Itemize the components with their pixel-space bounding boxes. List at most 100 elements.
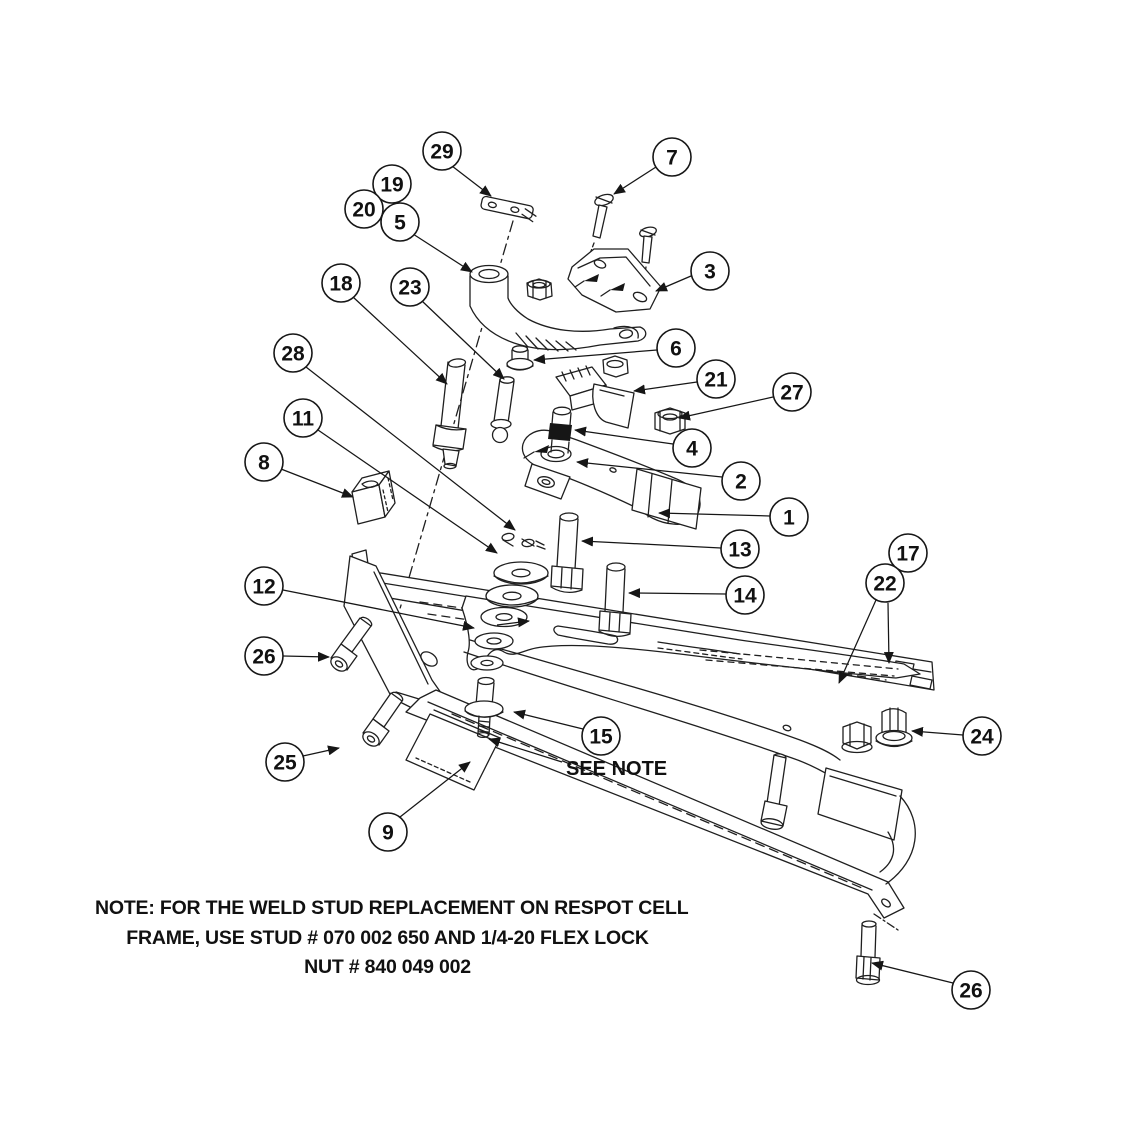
balloon-number-20: 20 bbox=[352, 199, 375, 222]
balloon-circle-3 bbox=[690, 251, 730, 291]
balloon-circle-28 bbox=[273, 333, 313, 373]
callout-balloon-23: 23 bbox=[390, 267, 430, 307]
weld-stud-15 bbox=[464, 676, 504, 739]
balloon-number-15: 15 bbox=[589, 726, 613, 749]
balloon-number-13: 13 bbox=[728, 539, 751, 562]
callout-balloon-18: 18 bbox=[321, 263, 361, 303]
leader-line-7 bbox=[613, 166, 657, 195]
flat-screw-bracket bbox=[639, 226, 657, 280]
balloon-circle-12 bbox=[244, 566, 284, 606]
balloon-number-26a: 26 bbox=[252, 646, 275, 669]
flange-nut-right bbox=[841, 721, 873, 754]
leader-line-9 bbox=[399, 761, 471, 818]
socket-screw-26-bottom bbox=[855, 920, 881, 986]
see-note-label: SEE NOTE bbox=[566, 758, 667, 780]
balloon-number-9: 9 bbox=[382, 822, 394, 845]
hex-nut-top bbox=[526, 278, 553, 301]
note-line-2: FRAME, USE STUD # 070 002 650 AND 1/4-20… bbox=[126, 926, 649, 949]
leader-line-4 bbox=[574, 426, 674, 445]
callout-balloon-12: 12 bbox=[244, 566, 284, 606]
callout-balloon-3: 3 bbox=[690, 251, 730, 291]
balloon-number-23: 23 bbox=[398, 277, 421, 300]
balloon-number-12: 12 bbox=[252, 576, 275, 599]
balloon-number-1: 1 bbox=[783, 507, 795, 530]
knurled-stud-4 bbox=[548, 406, 572, 454]
balloon-number-7: 7 bbox=[666, 147, 678, 170]
note-line-1: NOTE: FOR THE WELD STUD REPLACEMENT ON R… bbox=[95, 897, 689, 919]
callout-balloon-20: 20 bbox=[344, 189, 384, 229]
callout-balloon-6: 6 bbox=[656, 328, 696, 368]
leader-line-26b bbox=[871, 960, 954, 984]
leader-line-1 bbox=[658, 508, 771, 519]
flat-screw-7 bbox=[587, 193, 614, 260]
callout-balloon-2: 2 bbox=[721, 461, 761, 501]
bracket-plate-3 bbox=[567, 248, 662, 313]
callout-balloon-24: 24 bbox=[962, 716, 1002, 756]
balloon-number-26b: 26 bbox=[959, 980, 982, 1003]
balloon-number-27: 27 bbox=[780, 382, 803, 405]
leader-line-29 bbox=[451, 165, 492, 197]
leader-line-26a bbox=[282, 651, 330, 662]
clamp-block-21 bbox=[555, 355, 635, 429]
leader-line-8 bbox=[280, 468, 354, 498]
balloon-circle-13 bbox=[720, 529, 760, 569]
leader-line-2 bbox=[576, 458, 723, 478]
balloon-circle-29 bbox=[422, 131, 462, 171]
leader-line-11 bbox=[317, 429, 498, 554]
balloon-circle-6 bbox=[656, 328, 696, 368]
balloon-number-11: 11 bbox=[292, 408, 315, 431]
callout-balloon-28: 28 bbox=[273, 333, 313, 373]
grommet-24 bbox=[875, 707, 913, 748]
callout-balloon-14: 14 bbox=[725, 575, 765, 615]
assembly-line-art bbox=[330, 193, 935, 986]
balloon-circle-18 bbox=[321, 263, 361, 303]
balloon-number-17: 17 bbox=[896, 543, 919, 566]
balloon-number-3: 3 bbox=[704, 261, 716, 284]
bushing-6 bbox=[506, 345, 534, 371]
callout-balloon-19: 19 bbox=[372, 164, 412, 204]
callout-balloon-26a: 26 bbox=[244, 636, 284, 676]
leader-line-15 bbox=[513, 709, 584, 730]
callout-balloon-4: 4 bbox=[672, 428, 712, 468]
callout-balloon-7: 7 bbox=[652, 137, 692, 177]
leader-line-24 bbox=[911, 726, 964, 737]
leader-line-28 bbox=[305, 366, 516, 531]
leader-line-27 bbox=[678, 396, 774, 421]
shoulder-bolt-14 bbox=[598, 562, 632, 638]
see-note-leader-line bbox=[488, 737, 563, 763]
balloon-circle-8 bbox=[244, 442, 284, 482]
socket-screw-26-left bbox=[330, 616, 373, 672]
leader-line-5 bbox=[412, 233, 473, 273]
note-text: NOTE: FOR THE WELD STUD REPLACEMENT ON R… bbox=[95, 894, 689, 983]
hex-nut-27 bbox=[654, 407, 686, 435]
see-note-annotation: SEE NOTE bbox=[488, 737, 667, 780]
balloon-number-18: 18 bbox=[329, 273, 353, 296]
note-line-3: NUT # 840 049 002 bbox=[304, 956, 471, 978]
balloon-circle-5 bbox=[380, 202, 420, 242]
callout-balloon-22: 22 bbox=[865, 563, 905, 603]
balloon-number-4: 4 bbox=[686, 438, 698, 461]
callout-balloon-29: 29 bbox=[422, 131, 462, 171]
balloon-circle-9 bbox=[368, 812, 408, 852]
leader-line-12 bbox=[496, 617, 530, 628]
callout-balloon-9: 9 bbox=[368, 812, 408, 852]
callout-balloon-17: 17 bbox=[888, 533, 928, 573]
balloon-circle-20 bbox=[344, 189, 384, 229]
leader-line-18 bbox=[352, 296, 448, 385]
callout-balloon-5: 5 bbox=[380, 202, 420, 242]
socket-screw-middle bbox=[760, 753, 788, 830]
leader-line-23 bbox=[421, 300, 505, 380]
callout-balloon-15: 15 bbox=[581, 716, 621, 756]
balloon-number-28: 28 bbox=[281, 343, 305, 366]
balloon-number-24: 24 bbox=[970, 726, 994, 749]
weld-plate bbox=[405, 709, 501, 791]
callout-balloon-8: 8 bbox=[244, 442, 284, 482]
arm-casting-5 bbox=[469, 264, 647, 352]
balloon-number-2: 2 bbox=[735, 471, 747, 494]
balloon-number-5: 5 bbox=[394, 212, 406, 235]
washer-stack bbox=[470, 561, 549, 671]
ball-stud-23 bbox=[490, 376, 515, 444]
leader-line-22 bbox=[883, 602, 894, 664]
balloon-circle-26a bbox=[244, 636, 284, 676]
